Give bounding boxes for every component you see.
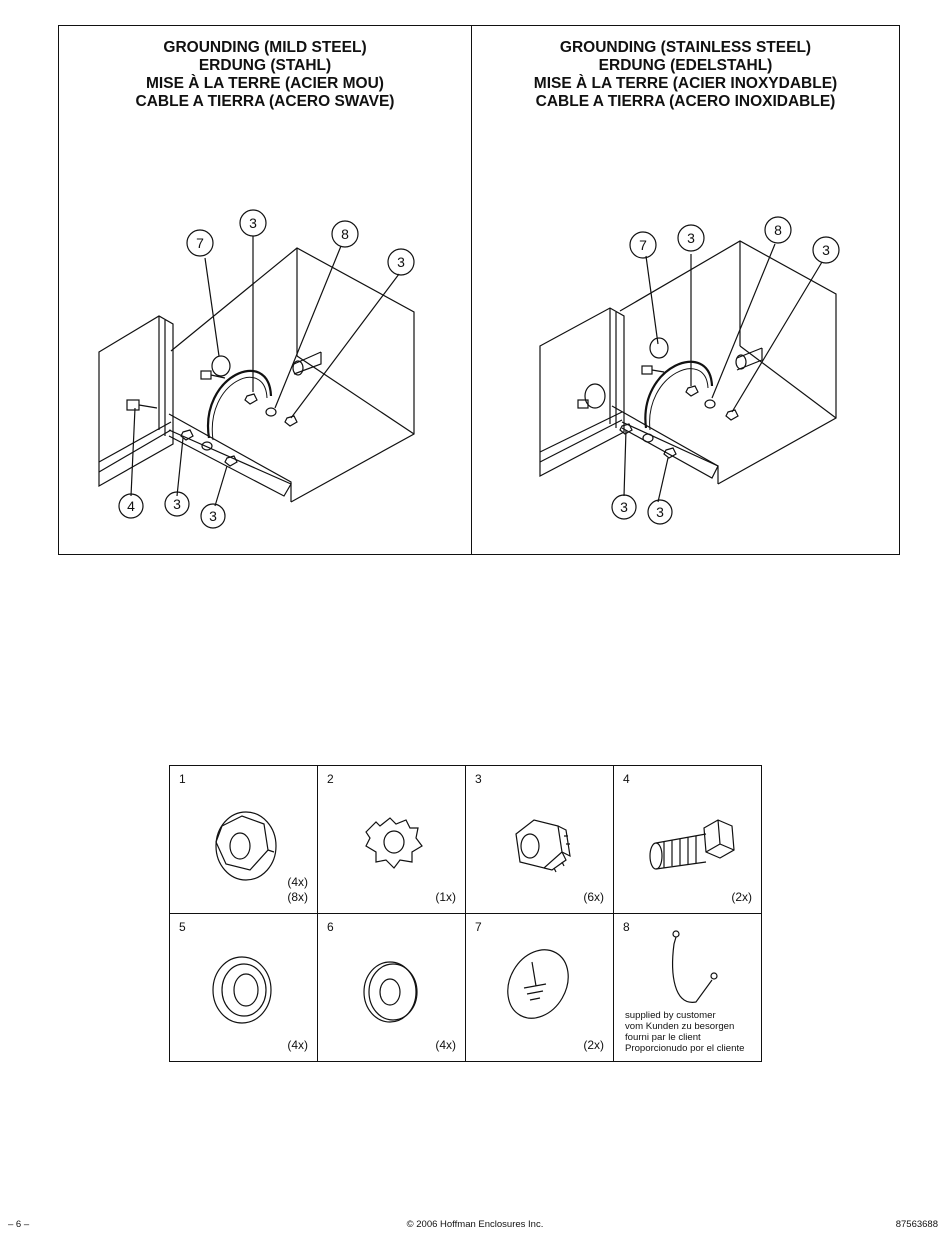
note-line: vom Kunden zu besorgen [625,1021,735,1032]
callout-3: 3 [687,230,695,246]
title-line: CABLE A TIERRA (ACERO SWAVE) [135,93,395,110]
quantity-line: (8x) [287,890,308,904]
part-cell-5: 5 (4x) [169,913,318,1062]
part-quantity: (2x) [583,1038,604,1053]
stainless-steel-assembly-drawing: 7 3 8 3 3 3 [539,216,840,525]
quantity-line: (2x) [583,1038,604,1052]
part-quantity: (6x) [583,890,604,905]
callout-3: 3 [249,215,257,231]
callout-8: 8 [341,226,349,242]
ground-label-icon [507,949,569,1019]
part-number: 6 [327,920,334,934]
title-line: GROUNDING (MILD STEEL) [163,39,367,56]
part-cell-4: 4 (2x) [613,765,762,914]
callout-7: 7 [639,237,647,253]
note-line: fourni par le client [625,1032,701,1043]
flange-nut-icon [215,811,277,881]
document-number: 87563688 [895,1219,938,1230]
part-quantity: (1x) [435,890,456,905]
quantity-line: (4x) [435,1038,456,1052]
callout-3: 3 [397,254,405,270]
quantity-line: (4x) [287,875,308,889]
callout-3: 3 [620,499,628,515]
stainless-steel-panel: GROUNDING (STAINLESS STEEL) ERDUNG (EDEL… [472,26,899,554]
callout-3: 3 [209,508,217,524]
grounding-diagram-frame: GROUNDING (MILD STEEL) ERDUNG (STAHL) MI… [58,25,900,555]
lock-washer-icon [365,817,423,869]
callout-7: 7 [196,235,204,251]
sealing-washer-icon [212,956,272,1024]
part-number: 8 [623,920,630,934]
part-number: 1 [179,772,186,786]
part-cell-2: 2 (1x) [317,765,466,914]
quantity-line: (1x) [435,890,456,904]
part-number: 7 [475,920,482,934]
callout-4: 4 [127,498,135,514]
quantity-line: (6x) [583,890,604,904]
title-line: ERDUNG (EDELSTAHL) [598,57,773,74]
copyright: © 2006 Hoffman Enclosures Inc. [406,1219,544,1230]
quantity-line: (4x) [287,1038,308,1052]
callout-8: 8 [774,222,782,238]
part-number: 3 [475,772,482,786]
table-row: 5 (4x) 6 (4x) [169,913,762,1062]
part-number: 5 [179,920,186,934]
title-line: CABLE A TIERRA (ACERO INOXIDABLE) [535,93,836,110]
hex-bolt-icon [649,819,735,870]
stainless-steel-title: GROUNDING (STAINLESS STEEL) ERDUNG (EDEL… [472,39,899,111]
title-line: MISE À LA TERRE (ACIER MOU) [146,75,384,92]
ground-strap-icon [672,930,718,1003]
parts-list-table: 1 (4x) (8x) 2 [169,765,762,1062]
page-number: – 6 – [8,1219,30,1230]
part-cell-8: 8 supplied by customer vom Kunden zu bes… [613,913,762,1062]
kep-nut-icon [515,819,571,873]
part-quantity: (4x) (8x) [287,875,308,905]
part-number: 2 [327,772,334,786]
table-row: 1 (4x) (8x) 2 [169,765,762,914]
part-cell-3: 3 (6x) [465,765,614,914]
title-line: ERDUNG (STAHL) [198,57,332,74]
part-cell-6: 6 (4x) [317,913,466,1062]
mild-steel-assembly-drawing: 7 3 8 3 4 3 3 [98,209,415,529]
mild-steel-title: GROUNDING (MILD STEEL) ERDUNG (STAHL) MI… [59,39,471,111]
quantity-line: (2x) [731,890,752,904]
part-quantity: (4x) [287,1038,308,1053]
callout-3: 3 [173,496,181,512]
note-line: Proporcionudo por el cliente [625,1043,745,1054]
callout-3: 3 [822,242,830,258]
part-cell-1: 1 (4x) (8x) [169,765,318,914]
title-line: GROUNDING (STAINLESS STEEL) [559,39,812,56]
mild-steel-panel: GROUNDING (MILD STEEL) ERDUNG (STAHL) MI… [59,26,472,554]
title-line: MISE À LA TERRE (ACIER INOXYDABLE) [533,75,838,92]
flat-washer-icon [363,961,418,1023]
callout-3: 3 [656,504,664,520]
part-quantity: (4x) [435,1038,456,1053]
part-quantity: (2x) [731,890,752,905]
part-number: 4 [623,772,630,786]
supplied-by-customer-note: supplied by customer vom Kunden zu besor… [625,1010,744,1054]
note-line: supplied by customer [625,1010,716,1021]
part-cell-7: 7 (2x) [465,913,614,1062]
